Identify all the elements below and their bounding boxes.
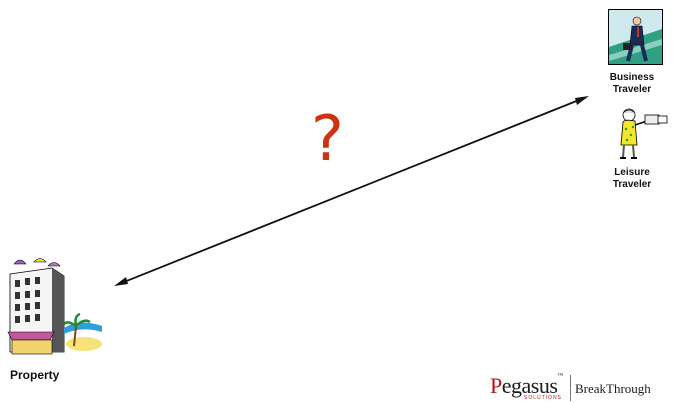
leisure-traveler-label-line2: Traveler	[604, 179, 660, 191]
pegasus-trademark: ™	[557, 373, 562, 379]
leisure-traveler-clipart-icon	[615, 105, 675, 165]
leisure-traveler-label: Leisure Traveler	[604, 167, 660, 191]
hotel-property-clipart-icon	[4, 258, 108, 358]
question-mark: ?	[311, 108, 344, 170]
property-label: Property	[10, 368, 59, 382]
business-traveler-label-line1: Business	[604, 72, 660, 84]
business-traveler-label-line2: Traveler	[604, 84, 660, 96]
business-traveler-clipart-icon	[608, 9, 663, 65]
leisure-traveler-label-line1: Leisure	[604, 167, 660, 179]
business-traveler-label: Business Traveler	[604, 72, 660, 96]
pegasus-logo: Pegasus™ SOLUTIONS	[490, 373, 570, 401]
pegasus-initial: P	[490, 373, 502, 398]
breakthrough-logo: BreakThrough	[575, 381, 651, 397]
brand-divider	[570, 375, 571, 401]
